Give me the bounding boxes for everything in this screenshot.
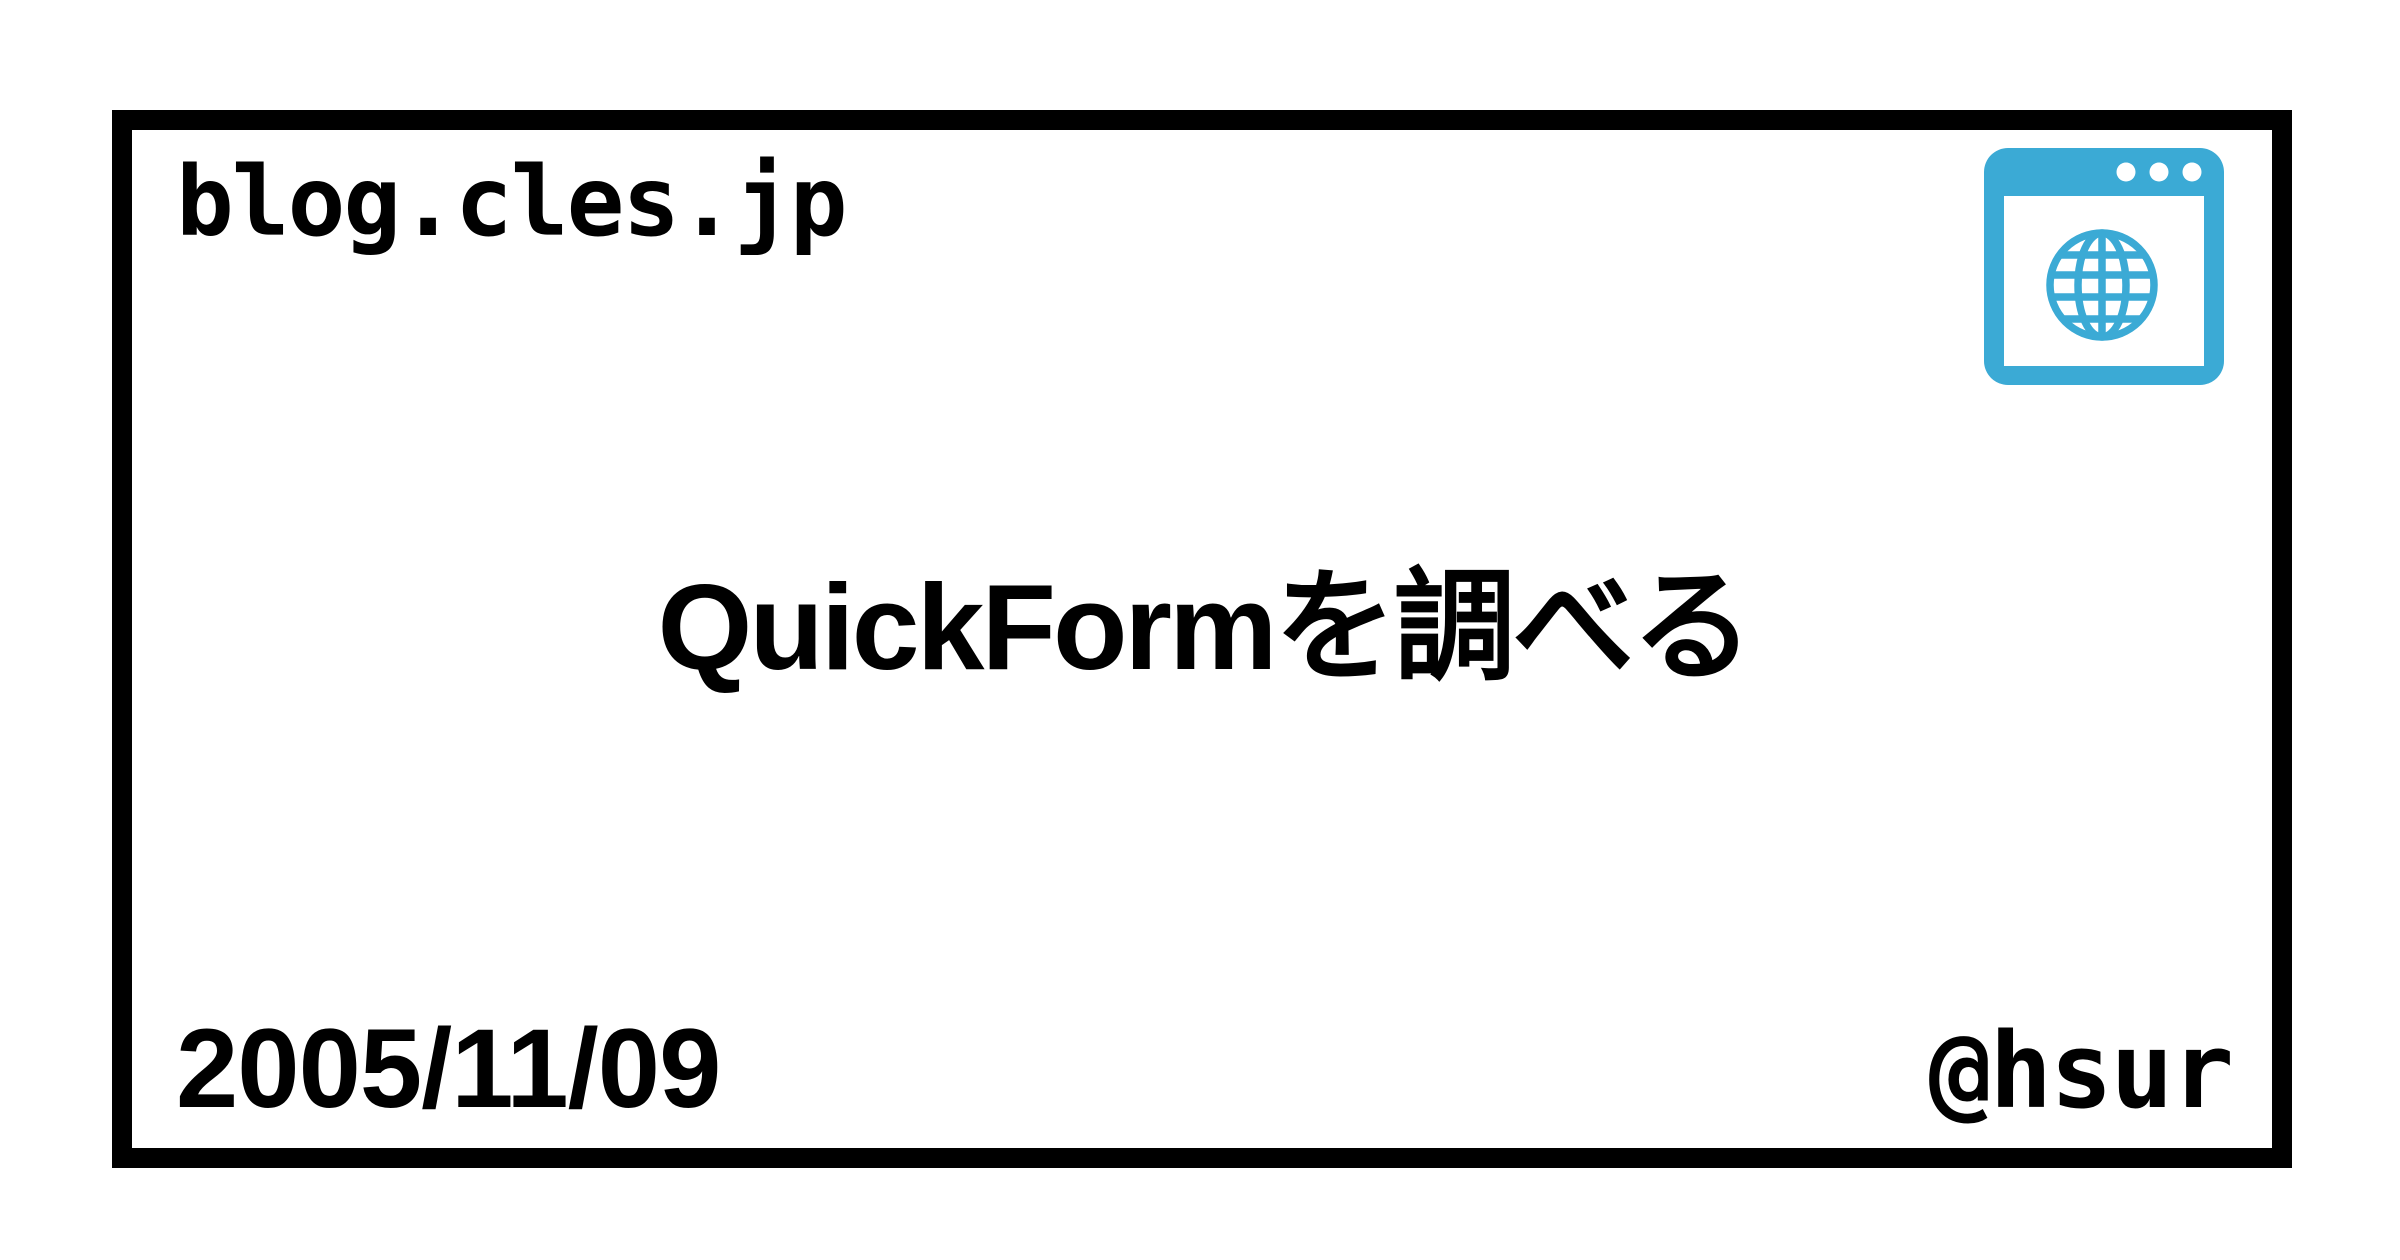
card-frame: blog.cles.jp QuickFormを調べ — [112, 110, 2292, 1168]
card-header: blog.cles.jp — [176, 130, 2232, 258]
card-footer: 2005/11/09 @hsur — [176, 1005, 2234, 1134]
browser-window-globe-icon — [1984, 148, 2224, 385]
author-handle: @hsur — [1928, 1010, 2234, 1133]
post-date: 2005/11/09 — [176, 1006, 721, 1132]
site-name: blog.cles.jp — [176, 146, 848, 258]
post-title: QuickFormを調べる — [657, 558, 1753, 695]
